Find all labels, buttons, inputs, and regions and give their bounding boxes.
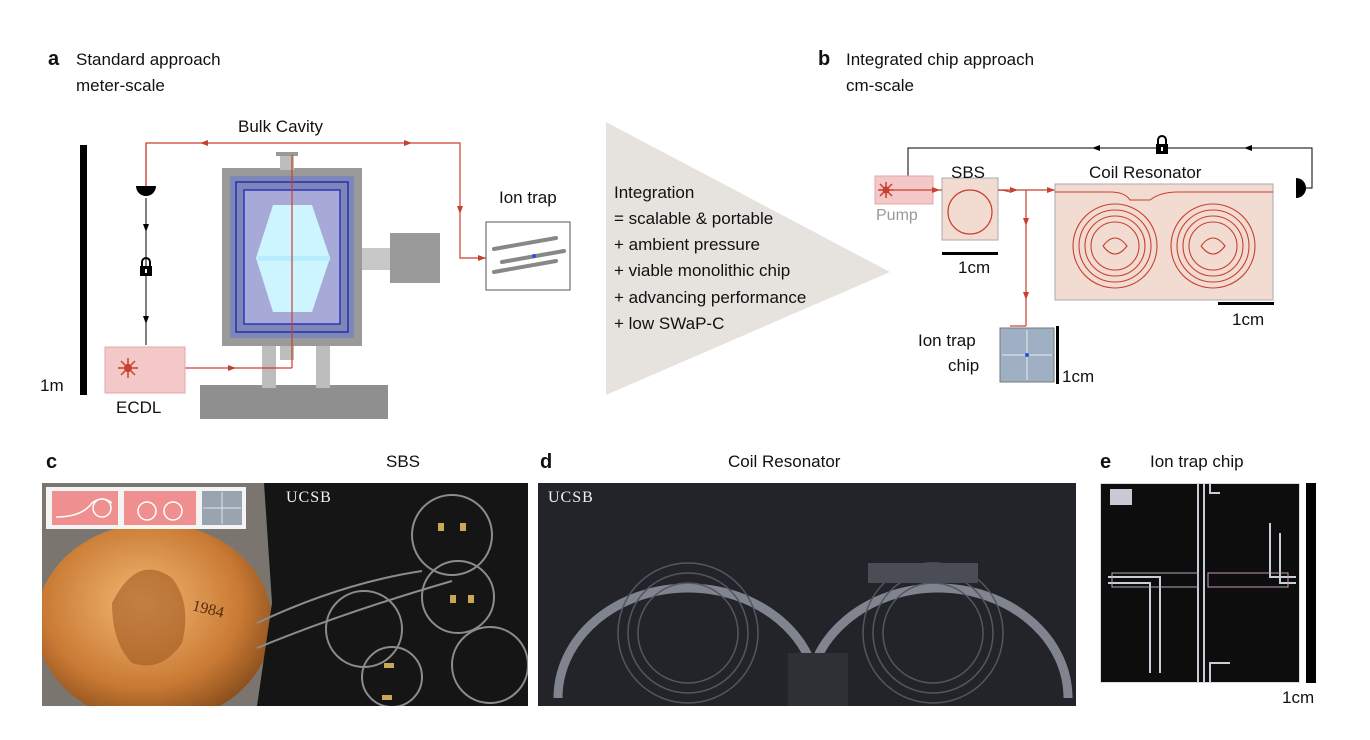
ion-trap-photo-scale-label: 1cm [1282, 688, 1315, 707]
coil-scale-bar [1218, 302, 1274, 305]
sbs-chip [941, 177, 999, 241]
lock-icon [1156, 135, 1168, 154]
integration-item: + ambient pressure [614, 235, 760, 254]
integration-item: + advancing performance [614, 288, 807, 307]
lock-icon [140, 257, 152, 276]
panel-a-subtitle: meter-scale [76, 76, 165, 95]
chip-setup-diagram [874, 135, 1313, 384]
integration-item: + viable monolithic chip [614, 261, 791, 280]
panel-b-subtitle: cm-scale [846, 76, 915, 95]
ucsb-logo: UCSB [286, 489, 332, 506]
integration-item: = scalable & portable [614, 209, 774, 228]
side-pump-box [390, 233, 440, 283]
ion-trap-chip-label: Ion trap [918, 331, 976, 350]
panel-a-letter: a [48, 48, 60, 70]
ion-trap-label: Ion trap [499, 188, 557, 207]
pump-label: Pump [876, 207, 918, 224]
integration-arrow [606, 122, 890, 395]
ion-trap-photo-scale-bar [1306, 483, 1316, 683]
panel-c-label: SBS [386, 452, 421, 471]
integration-title: Integration [614, 183, 695, 202]
photodetector [136, 186, 156, 196]
bulk-cavity-label: Bulk Cavity [238, 117, 324, 136]
ion-trap-scale-label: 1cm [1062, 367, 1095, 386]
umass-logo [1110, 489, 1132, 505]
ecdl-box [104, 346, 186, 394]
panel-c-letter: c [46, 451, 58, 473]
photodetector [1296, 178, 1306, 198]
panel-b-title: Integrated chip approach [846, 50, 1035, 69]
coil-resonator-photo: UCSB [538, 483, 1076, 706]
sbs-chip-photo [257, 483, 528, 706]
sbs-scale-bar [942, 252, 998, 255]
ucsb-logo: UCSB [548, 489, 594, 506]
chamber-leg [262, 340, 276, 388]
panel-e-letter: e [1100, 451, 1112, 473]
panel-b-letter: b [818, 48, 831, 70]
standard-setup-diagram [80, 140, 571, 419]
panel-e-label: Ion trap chip [1150, 452, 1244, 471]
meter-scale-label: 1m [40, 376, 64, 395]
optical-base [200, 385, 388, 419]
integration-item: + low SWaP-C [614, 314, 725, 333]
photo-waveguide-bar [868, 563, 978, 583]
panel-d-letter: d [540, 451, 553, 473]
meter-scale-bar [80, 145, 87, 395]
sbs-label: SBS [951, 163, 986, 182]
chamber-leg [316, 340, 330, 388]
coil-resonator-chip [1054, 183, 1274, 301]
ecdl-label: ECDL [116, 398, 162, 417]
sbs-scale-label: 1cm [958, 258, 991, 277]
coil-scale-label: 1cm [1232, 310, 1265, 329]
ion-trap-chip-label: chip [948, 356, 980, 375]
sbs-photo: 1984 UCSB [42, 483, 528, 706]
panel-a-title: Standard approach [76, 50, 221, 69]
panel-d-label: Coil Resonator [728, 452, 841, 471]
ion-trap-chip-photo [1100, 483, 1300, 683]
side-pump [362, 248, 392, 270]
coil-resonator-label: Coil Resonator [1089, 163, 1202, 182]
ion-trap-scale-bar [1056, 326, 1059, 384]
